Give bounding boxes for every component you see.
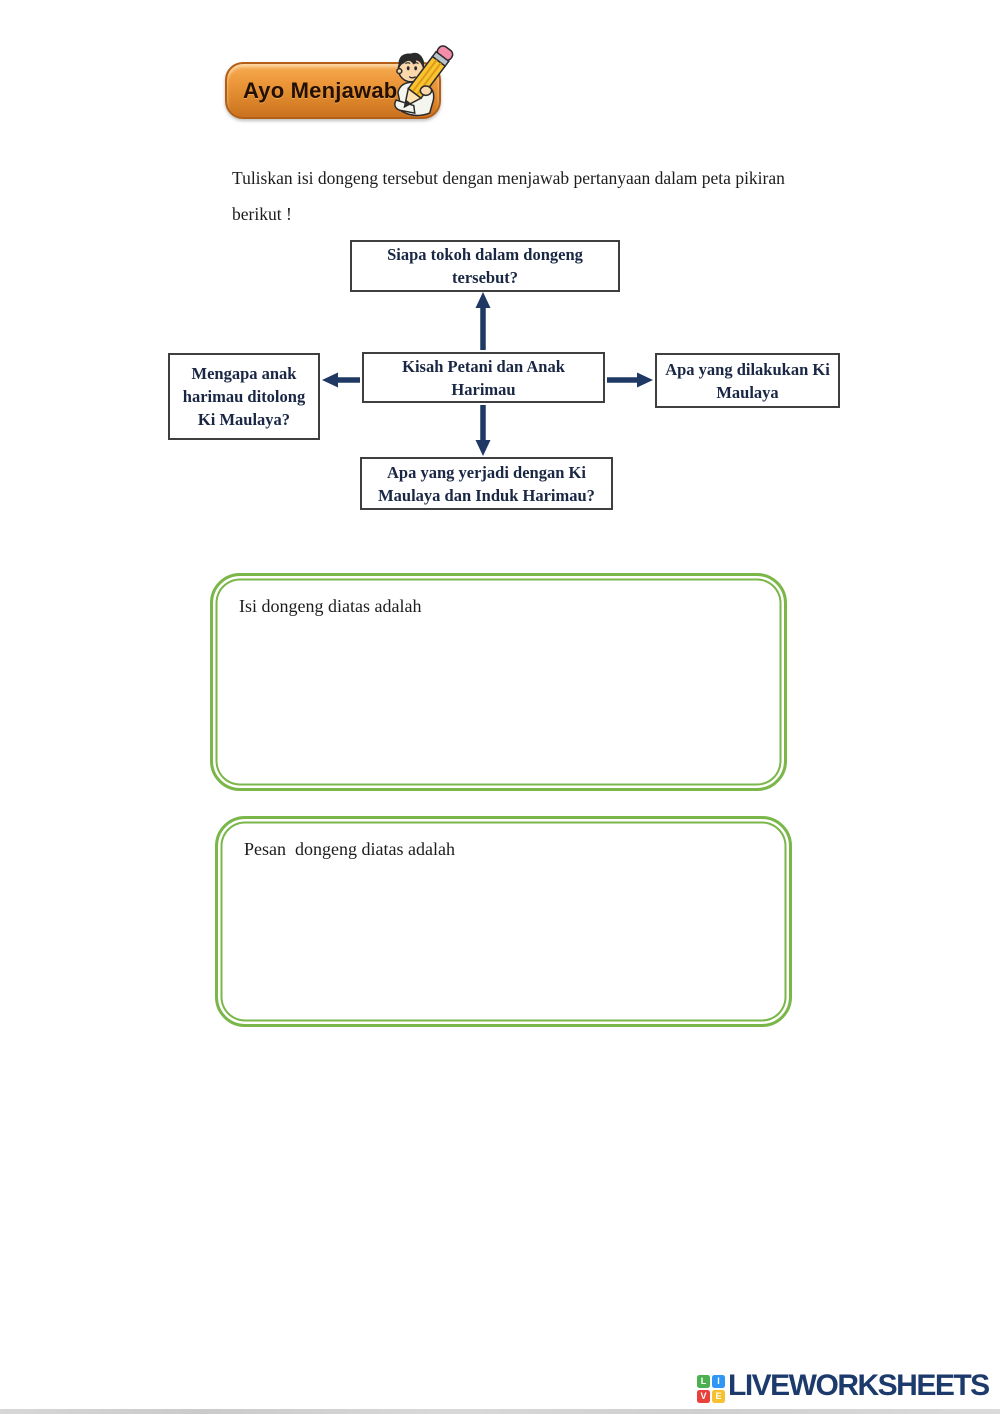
page-bottom-edge	[0, 1409, 1000, 1414]
liveworksheets-wordmark: LIVEWORKSHEETS	[728, 1369, 990, 1402]
answer-label-pesan: Pesan dongeng diatas adalah	[244, 839, 455, 859]
liveworksheets-grid-icon: L I V E	[697, 1375, 725, 1403]
logo-cell-l: L	[697, 1375, 710, 1388]
question-box-who: Siapa tokoh dalam dongeng tersebut?	[350, 240, 620, 292]
mind-map-diagram: Siapa tokoh dalam dongeng tersebut? Kisa…	[160, 230, 860, 530]
logo-cell-e: E	[712, 1390, 725, 1403]
answer-area-isi-dongeng[interactable]: Isi dongeng diatas adalah	[210, 573, 787, 791]
question-box-why: Mengapa anak harimau ditolong Ki Maulaya…	[168, 353, 320, 440]
instruction-line-1: Tuliskan isi dongeng tersebut dengan men…	[232, 168, 785, 188]
answer-label-isi: Isi dongeng diatas adalah	[239, 596, 422, 616]
answer-area-pesan-dongeng[interactable]: Pesan dongeng diatas adalah	[215, 816, 792, 1027]
logo-cell-v: V	[697, 1390, 710, 1403]
logo-cell-i: I	[712, 1375, 725, 1388]
question-box-what-happened: Apa yang yerjadi dengan Ki Maulaya dan I…	[360, 457, 613, 510]
question-box-what-did: Apa yang dilakukan Ki Maulaya	[655, 353, 840, 408]
boy-with-pencil-icon	[394, 45, 454, 117]
instruction-line-2: berikut !	[232, 204, 292, 224]
topic-box-title: Kisah Petani dan Anak Harimau	[362, 352, 605, 403]
banner-title: Ayo Menjawab	[243, 77, 398, 103]
instruction-text: Tuliskan isi dongeng tersebut dengan men…	[232, 160, 802, 232]
liveworksheets-logo: L I V E LIVEWORKSHEETS	[697, 1369, 990, 1403]
